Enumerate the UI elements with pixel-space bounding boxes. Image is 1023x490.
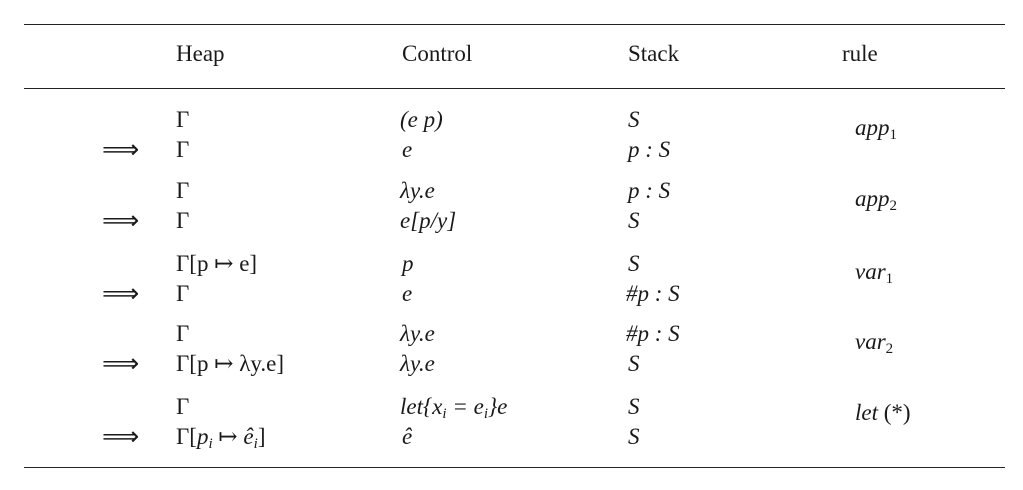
- control-cell: e: [402, 281, 413, 306]
- rule-name: let: [855, 400, 878, 425]
- control-cell: λy.e: [400, 178, 435, 203]
- heap-cell: Γ[pi ↦ êi]: [176, 423, 265, 458]
- heap-close: ]: [257, 424, 266, 449]
- rule-subscript: 2: [889, 198, 898, 214]
- subscript-i: i: [442, 406, 447, 422]
- stack-cell: S: [628, 424, 640, 449]
- stack-cell: #p : S: [626, 281, 680, 306]
- rule-cell: var1: [855, 258, 893, 293]
- stack-cell: S: [628, 394, 640, 419]
- stack-cell: S: [628, 351, 640, 376]
- rule-suffix: (*): [883, 400, 911, 425]
- let-eq: = e: [446, 394, 484, 419]
- heap-p: p: [196, 424, 209, 449]
- heap-cell: Γ: [176, 107, 190, 132]
- rule-subscript: 2: [885, 341, 894, 357]
- table-header-rule: [24, 88, 1005, 89]
- stack-cell: S: [628, 107, 640, 132]
- heap-cell: Γ: [176, 321, 190, 346]
- transition-arrow: ⟹: [102, 349, 140, 379]
- control-cell: λy.e: [400, 351, 435, 376]
- heap-e-hat: ê: [243, 424, 254, 449]
- stack-cell: #p : S: [626, 321, 680, 346]
- table-bottom-rule: [24, 467, 1005, 468]
- rule-cell: app1: [855, 114, 897, 149]
- rule-cell: let (*): [855, 399, 911, 427]
- control-cell: let{xi = ei}e: [400, 393, 507, 428]
- header-rule: rule: [842, 41, 878, 66]
- header-heap: Heap: [176, 41, 225, 66]
- rule-cell: app2: [855, 185, 897, 220]
- rule-name: var: [855, 259, 886, 284]
- rule-name: var: [855, 329, 886, 354]
- heap-cell: Γ: [176, 394, 190, 419]
- heap-cell: Γ: [176, 281, 190, 306]
- let-body: }e: [487, 394, 508, 419]
- subscript-i: i: [483, 406, 488, 422]
- transition-arrow: ⟹: [102, 135, 140, 165]
- control-cell: e: [402, 137, 413, 162]
- rule-subscript: 1: [889, 127, 898, 143]
- subscript-i: i: [208, 436, 213, 452]
- rule-name: app: [855, 186, 890, 211]
- header-control: Control: [402, 41, 473, 66]
- stack-cell: S: [628, 251, 640, 276]
- control-cell: λy.e: [400, 321, 435, 346]
- transition-arrow: ⟹: [102, 422, 140, 452]
- table-top-rule: [24, 24, 1005, 25]
- heap-cell: Γ[p ↦ λy.e]: [176, 351, 285, 376]
- header-stack: Stack: [628, 41, 680, 66]
- let-keyword: let{x: [400, 394, 443, 419]
- stack-cell: S: [628, 208, 640, 233]
- stack-cell: p : S: [628, 178, 671, 203]
- control-cell: (e p): [400, 107, 443, 132]
- control-cell: ê: [402, 424, 413, 449]
- transition-arrow: ⟹: [102, 279, 140, 309]
- heap-cell: Γ: [176, 208, 190, 233]
- rule-subscript: 1: [885, 271, 894, 287]
- subscript-i: i: [253, 436, 258, 452]
- rule-name: app: [855, 115, 890, 140]
- rule-cell: var2: [855, 328, 893, 363]
- heap-gamma: Γ[: [176, 424, 197, 449]
- transition-arrow: ⟹: [102, 206, 140, 236]
- heap-cell: Γ: [176, 178, 190, 203]
- maps-to: ↦: [212, 424, 244, 449]
- heap-cell: Γ: [176, 137, 190, 162]
- control-cell: e[p/y]: [400, 208, 457, 233]
- heap-cell: Γ[p ↦ e]: [176, 251, 258, 276]
- control-cell: p: [402, 251, 414, 276]
- stack-cell: p : S: [628, 137, 671, 162]
